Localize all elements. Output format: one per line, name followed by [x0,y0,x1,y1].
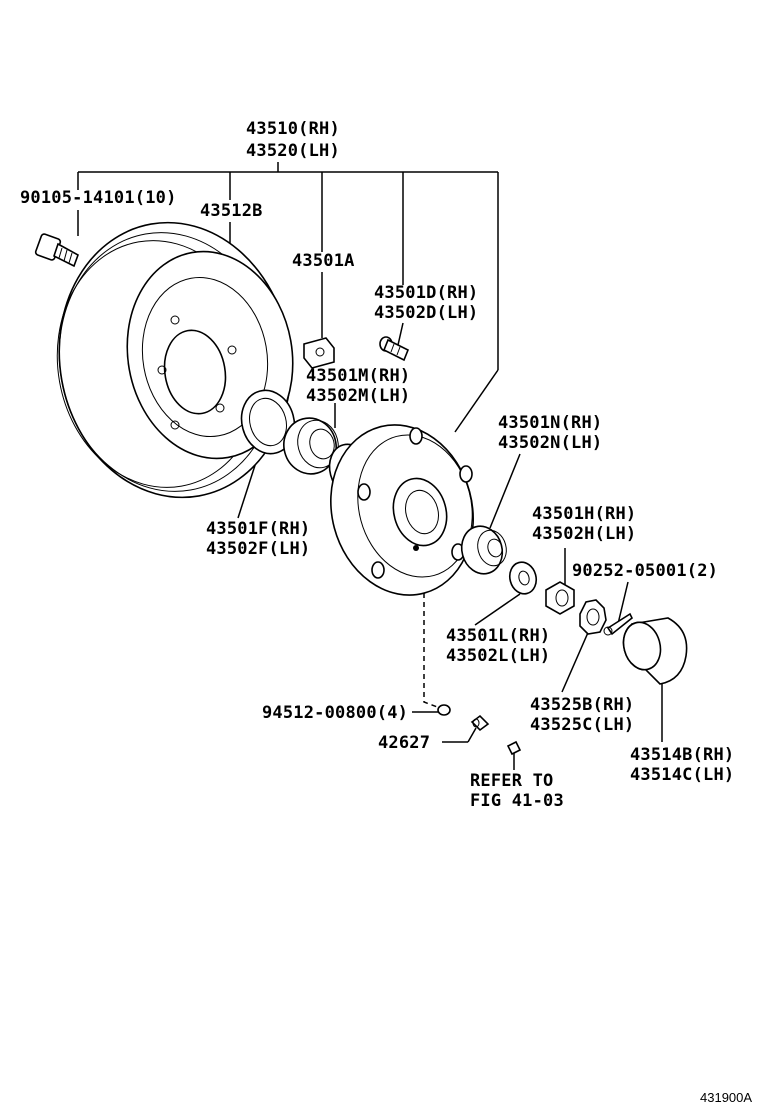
label-43502m-lh: 43502M(LH) [306,386,410,406]
brake-drum [56,221,294,499]
label-90252: 90252-05001(2) [572,561,718,581]
label-42627: 42627 [378,733,430,753]
label-43501f-rh: 43501F(RH) [206,519,310,539]
label-43501m-rh: 43501M(RH) [306,366,410,386]
label-43501h-rh: 43501H(RH) [532,504,636,524]
grease-cap [622,617,688,685]
label-refer-to: REFER TO [470,771,553,791]
refer-bolt [506,740,522,756]
label-fig-41-03: FIG 41-03 [470,791,564,811]
cotter-pin [603,612,634,636]
label-43501l-rh: 43501L(RH) [446,626,550,646]
nut-lock-cap [579,599,607,635]
label-90105: 90105-14101(10) [20,188,177,208]
label-43512b: 43512B [200,201,263,221]
label-43502d-lh: 43502D(LH) [374,303,478,323]
thrust-washer [508,561,538,595]
label-94512: 94512-00800(4) [262,703,408,723]
hub-nut [545,581,575,615]
part-labels: 43510(RH) 43520(LH) 90105-14101(10) 4351… [20,119,752,1105]
part-43501a [303,337,335,369]
label-43502f-lh: 43502F(LH) [206,539,310,559]
plug [437,704,451,716]
label-43502l-lh: 43502L(LH) [446,646,550,666]
inner-bearing [283,417,339,475]
label-43514b-rh: 43514B(RH) [630,745,734,765]
label-43502h-lh: 43502H(LH) [532,524,636,544]
hub-bolt [34,233,79,268]
label-43510-rh: 43510(RH) [246,119,340,139]
label-43502n-lh: 43502N(LH) [498,433,602,453]
outer-bearing [460,525,507,575]
label-43514c-lh: 43514C(LH) [630,765,734,785]
hub-stud [379,336,410,362]
nipple [470,714,490,732]
label-43525b-rh: 43525B(RH) [530,695,634,715]
label-43525c-lh: 43525C(LH) [530,715,634,735]
axle-hub [328,424,474,596]
label-43520-lh: 43520(LH) [246,141,340,161]
label-43501a: 43501A [292,251,355,271]
oil-seal [240,389,296,455]
label-43501n-rh: 43501N(RH) [498,413,602,433]
label-43501d-rh: 43501D(RH) [374,283,478,303]
figure-code: 431900A [700,1090,752,1105]
